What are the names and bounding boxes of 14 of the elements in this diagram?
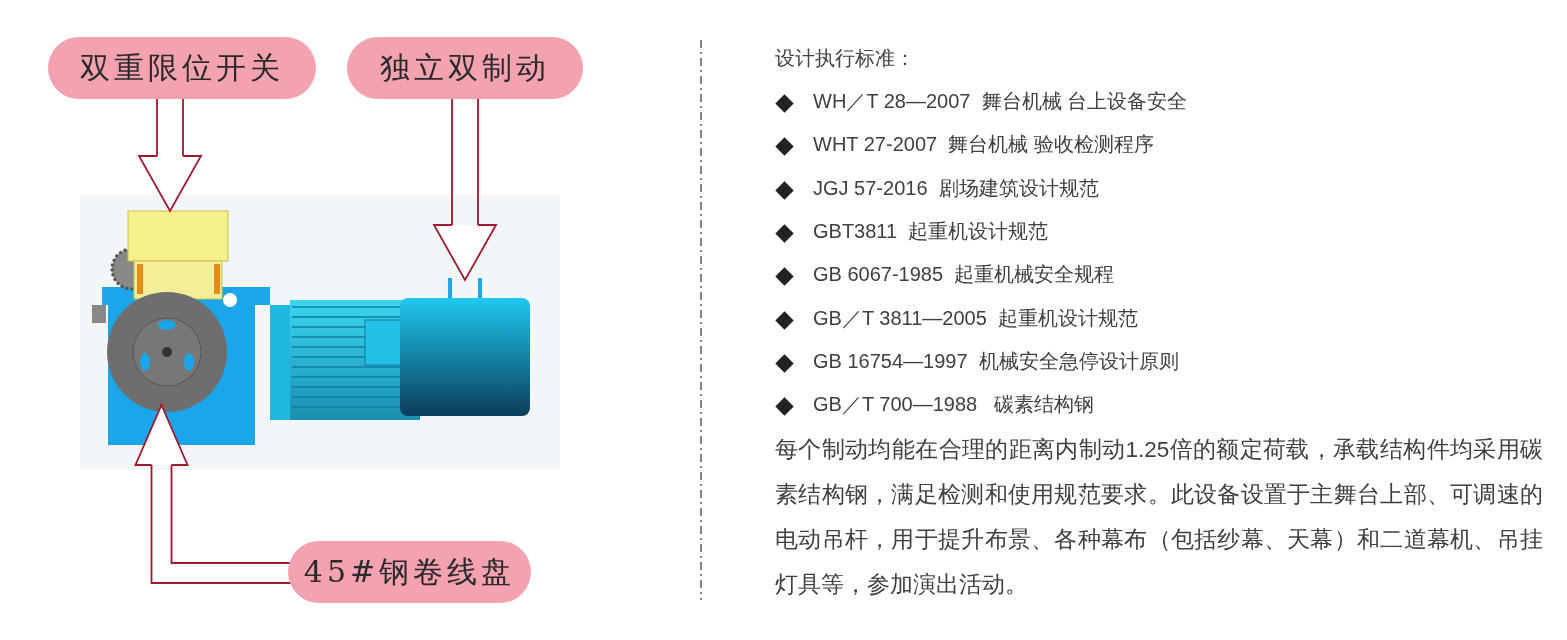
block-arrow [134,404,293,584]
standard-item: GBT3811 起重机设计规范 [813,219,1049,244]
standard-item: GB 16754—1997 机械安全急停设计原则 [813,349,1179,374]
callout-pill: 45#钢卷线盘 [288,541,531,603]
standard-item: JGJ 57-2016 剧场建筑设计规范 [813,176,1099,201]
callout-pill: 独立双制动 [347,37,583,99]
standard-item: WH／T 28—2007 舞台机械 台上设备安全 [813,89,1188,114]
callout-pill: 双重限位开关 [48,37,316,99]
standard-item: GB／T 700—1988 碳素结构钢 [813,392,1094,417]
heading-text: 设计执行标准： [775,46,915,71]
description-paragraph: 每个制动均能在合理的距离内制动1.25倍的额定荷载，承载结构件均采用碳素结构钢，满足检测和使用规范要求。此设备设置于主舞台上部、可调速的电动吊杆，用于提升布景、各种幕布（包括纱幕、天幕）和二道幕机、吊挂灯具等，参加演出活动。 [775,436,1543,599]
standard-item: GB 6067-1985 起重机械安全规程 [813,262,1115,287]
standard-item: WHT 27-2007 舞台机械 验收检测程序 [813,132,1154,157]
standard-item: GB／T 3811—2005 起重机设计规范 [813,306,1138,331]
